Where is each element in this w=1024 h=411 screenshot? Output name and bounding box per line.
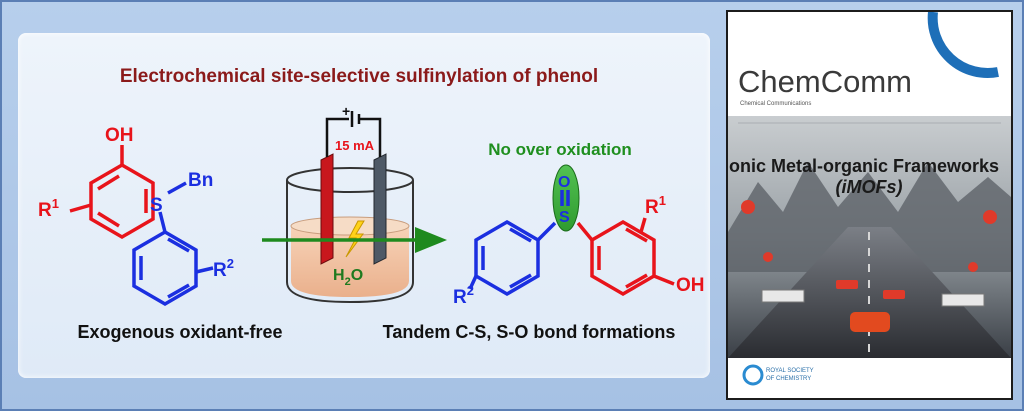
r1-symbol: R bbox=[38, 200, 52, 221]
product-oh-label: OH bbox=[676, 275, 705, 296]
water-label: H2O bbox=[333, 267, 363, 288]
cover-headline-line2: (iMOFs) bbox=[836, 177, 903, 197]
r2-symbol: R bbox=[213, 260, 227, 281]
cover-publisher-line1: ROYAL SOCIETY bbox=[766, 368, 814, 374]
product-s-label: S bbox=[559, 209, 570, 226]
thioether-r2-label: R2 bbox=[213, 256, 234, 281]
thioether-s-label: S bbox=[150, 195, 163, 216]
cover-subtitle: Chemical Communications bbox=[740, 101, 811, 107]
phenol-r1-label: R1 bbox=[38, 196, 59, 221]
reaction-arrow bbox=[262, 227, 447, 253]
cover-headline-line1: Ionic Metal-organic Frameworks bbox=[728, 156, 999, 176]
water-o: O bbox=[351, 267, 363, 284]
product-o-label: O bbox=[558, 174, 570, 191]
left-caption: Exogenous oxidant-free bbox=[77, 322, 282, 342]
product-r1-label: R1 bbox=[645, 193, 666, 218]
no-over-oxidation-label: No over oxidation bbox=[488, 140, 632, 159]
r2-superscript: 2 bbox=[227, 256, 234, 271]
product-r1-symbol: R bbox=[645, 197, 659, 218]
sulfoxide-highlight bbox=[552, 164, 580, 232]
product-blue-ring bbox=[468, 219, 540, 297]
product-r2-superscript: 2 bbox=[467, 283, 474, 298]
product-r2-label: R2 bbox=[453, 283, 474, 308]
r1-superscript: 1 bbox=[52, 196, 59, 211]
electrochemical-cell: + bbox=[286, 103, 414, 304]
product-red-ring bbox=[590, 217, 675, 297]
product-r2-symbol: R bbox=[453, 287, 467, 308]
lightning-icon bbox=[345, 220, 365, 258]
cover-publisher-line2: OF CHEMISTRY bbox=[766, 376, 811, 382]
phenol-structure bbox=[69, 145, 155, 240]
cover-journal-title: ChemComm bbox=[738, 64, 912, 99]
water-subscript: 2 bbox=[345, 276, 351, 288]
battery-plus-sign: + bbox=[342, 103, 350, 119]
right-caption: Tandem C-S, S-O bond formations bbox=[383, 322, 676, 342]
thioether-structure bbox=[132, 181, 214, 307]
phenol-oh-label: OH bbox=[105, 125, 134, 146]
benzyl-label: Bn bbox=[188, 170, 213, 191]
product-r1-superscript: 1 bbox=[659, 193, 666, 208]
graphical-abstract-panel bbox=[18, 33, 710, 378]
water-h: H bbox=[333, 267, 345, 284]
cathode-electrode bbox=[373, 153, 387, 265]
cover-art: ChemComm Chemical Communications Ionic M… bbox=[728, 12, 1011, 398]
scheme-title: Electrochemical site-selective sulfinyla… bbox=[120, 66, 598, 87]
journal-cover-image: ChemComm Chemical Communications Ionic M… bbox=[726, 10, 1013, 400]
current-label: 15 mA bbox=[335, 138, 375, 153]
product-bonds bbox=[536, 190, 594, 242]
anode-electrode bbox=[320, 153, 334, 265]
